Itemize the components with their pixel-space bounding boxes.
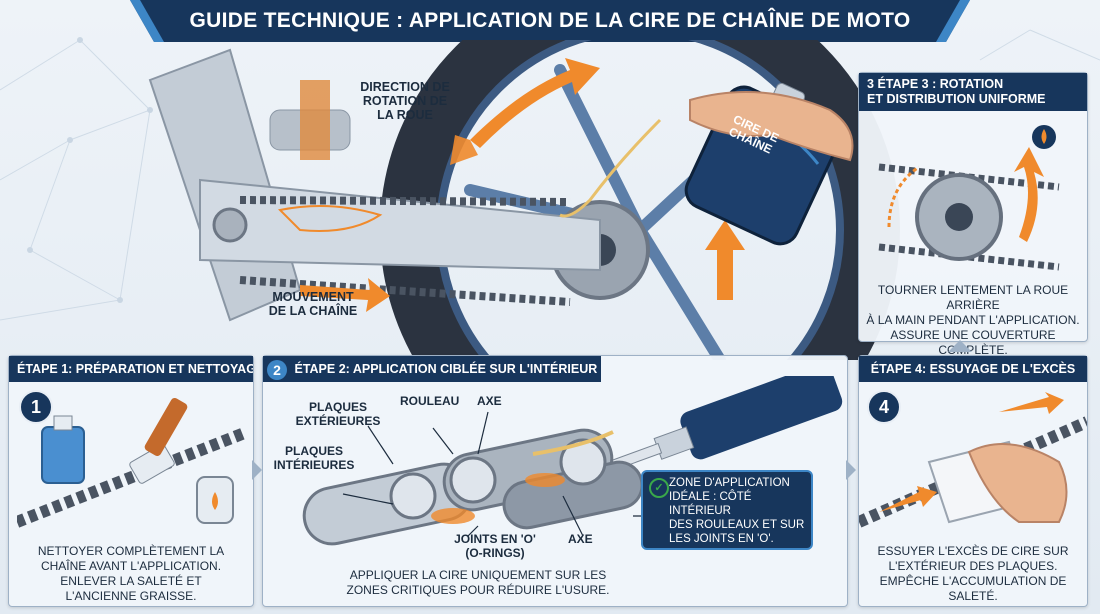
step1-number-badge: 1 bbox=[19, 390, 53, 424]
check-icon: ✓ bbox=[649, 478, 669, 498]
step2-header-bar: 2 Étape 2: Application ciblée sur l'inté… bbox=[263, 356, 601, 382]
step2-panel: 2 Étape 2: Application ciblée sur l'inté… bbox=[262, 355, 848, 607]
drive-chain bbox=[239, 196, 571, 306]
step1-cleaning-illustration bbox=[17, 397, 247, 528]
rotation-arrows bbox=[300, 58, 745, 312]
step3-number: 3 bbox=[867, 77, 874, 91]
page-title: Guide technique : Application de la cire… bbox=[189, 9, 911, 32]
hand-holding-can bbox=[684, 82, 854, 246]
wax-drip bbox=[559, 118, 662, 218]
step4-header: Étape 4: Essuyage de l'excès bbox=[859, 356, 1087, 382]
step4-number-badge: 4 bbox=[867, 390, 901, 424]
step4-wiping-illustration bbox=[859, 392, 1087, 528]
step1-header: Étape 1: Préparation et nettoyage bbox=[9, 356, 253, 382]
ideal-zone-text: Zone d'application idéale : côté intérie… bbox=[669, 477, 805, 545]
step2-header: Étape 2: Application ciblée sur l'intéri… bbox=[294, 362, 598, 376]
step3-caption: Tourner lentement la roue arrière à la m… bbox=[866, 283, 1080, 357]
title-banner: Guide technique : Application de la cire… bbox=[130, 0, 970, 42]
outer-plates-label: Plaques extérieures bbox=[295, 400, 381, 428]
rotation-direction-label: Direction de rotation de la roue bbox=[360, 80, 450, 122]
step3-sprocket-illustration bbox=[878, 125, 1060, 271]
chain-movement-label: Mouvement de la chaîne bbox=[268, 290, 358, 318]
step1-panel: Étape 1: Préparation et nettoyage 1 Nett… bbox=[8, 355, 254, 607]
step2-caption: Appliquer la cire uniquement sur les zon… bbox=[346, 568, 610, 597]
roller-label: Rouleau bbox=[400, 394, 460, 408]
ideal-zone-callout: ✓ Zone d'application idéale : côté intér… bbox=[641, 470, 813, 550]
step2-number-badge: 2 bbox=[267, 359, 287, 380]
step3-header-text: Étape 3 : Rotation et distribution unifo… bbox=[867, 77, 1046, 106]
inner-plates-label: Plaques intérieures bbox=[273, 444, 355, 472]
step3-header: 3 Étape 3 : Rotation et distribution uni… bbox=[859, 73, 1087, 111]
step1-caption: Nettoyer complètement la chaîne avant l'… bbox=[37, 544, 225, 603]
o-rings-label: Joints en 'O' (O-rings) bbox=[454, 532, 536, 560]
step3-panel: 3 Étape 3 : Rotation et distribution uni… bbox=[858, 72, 1088, 357]
step4-panel: Étape 4: Essuyage de l'excès 4 Essuyer l… bbox=[858, 355, 1088, 607]
axle-bottom-label: Axe bbox=[568, 532, 593, 546]
axle-top-label: Axe bbox=[477, 394, 502, 408]
step4-caption: Essuyer l'excès de cire sur l'extérieur … bbox=[877, 544, 1069, 603]
step2-chain-link-illustration bbox=[302, 376, 843, 546]
